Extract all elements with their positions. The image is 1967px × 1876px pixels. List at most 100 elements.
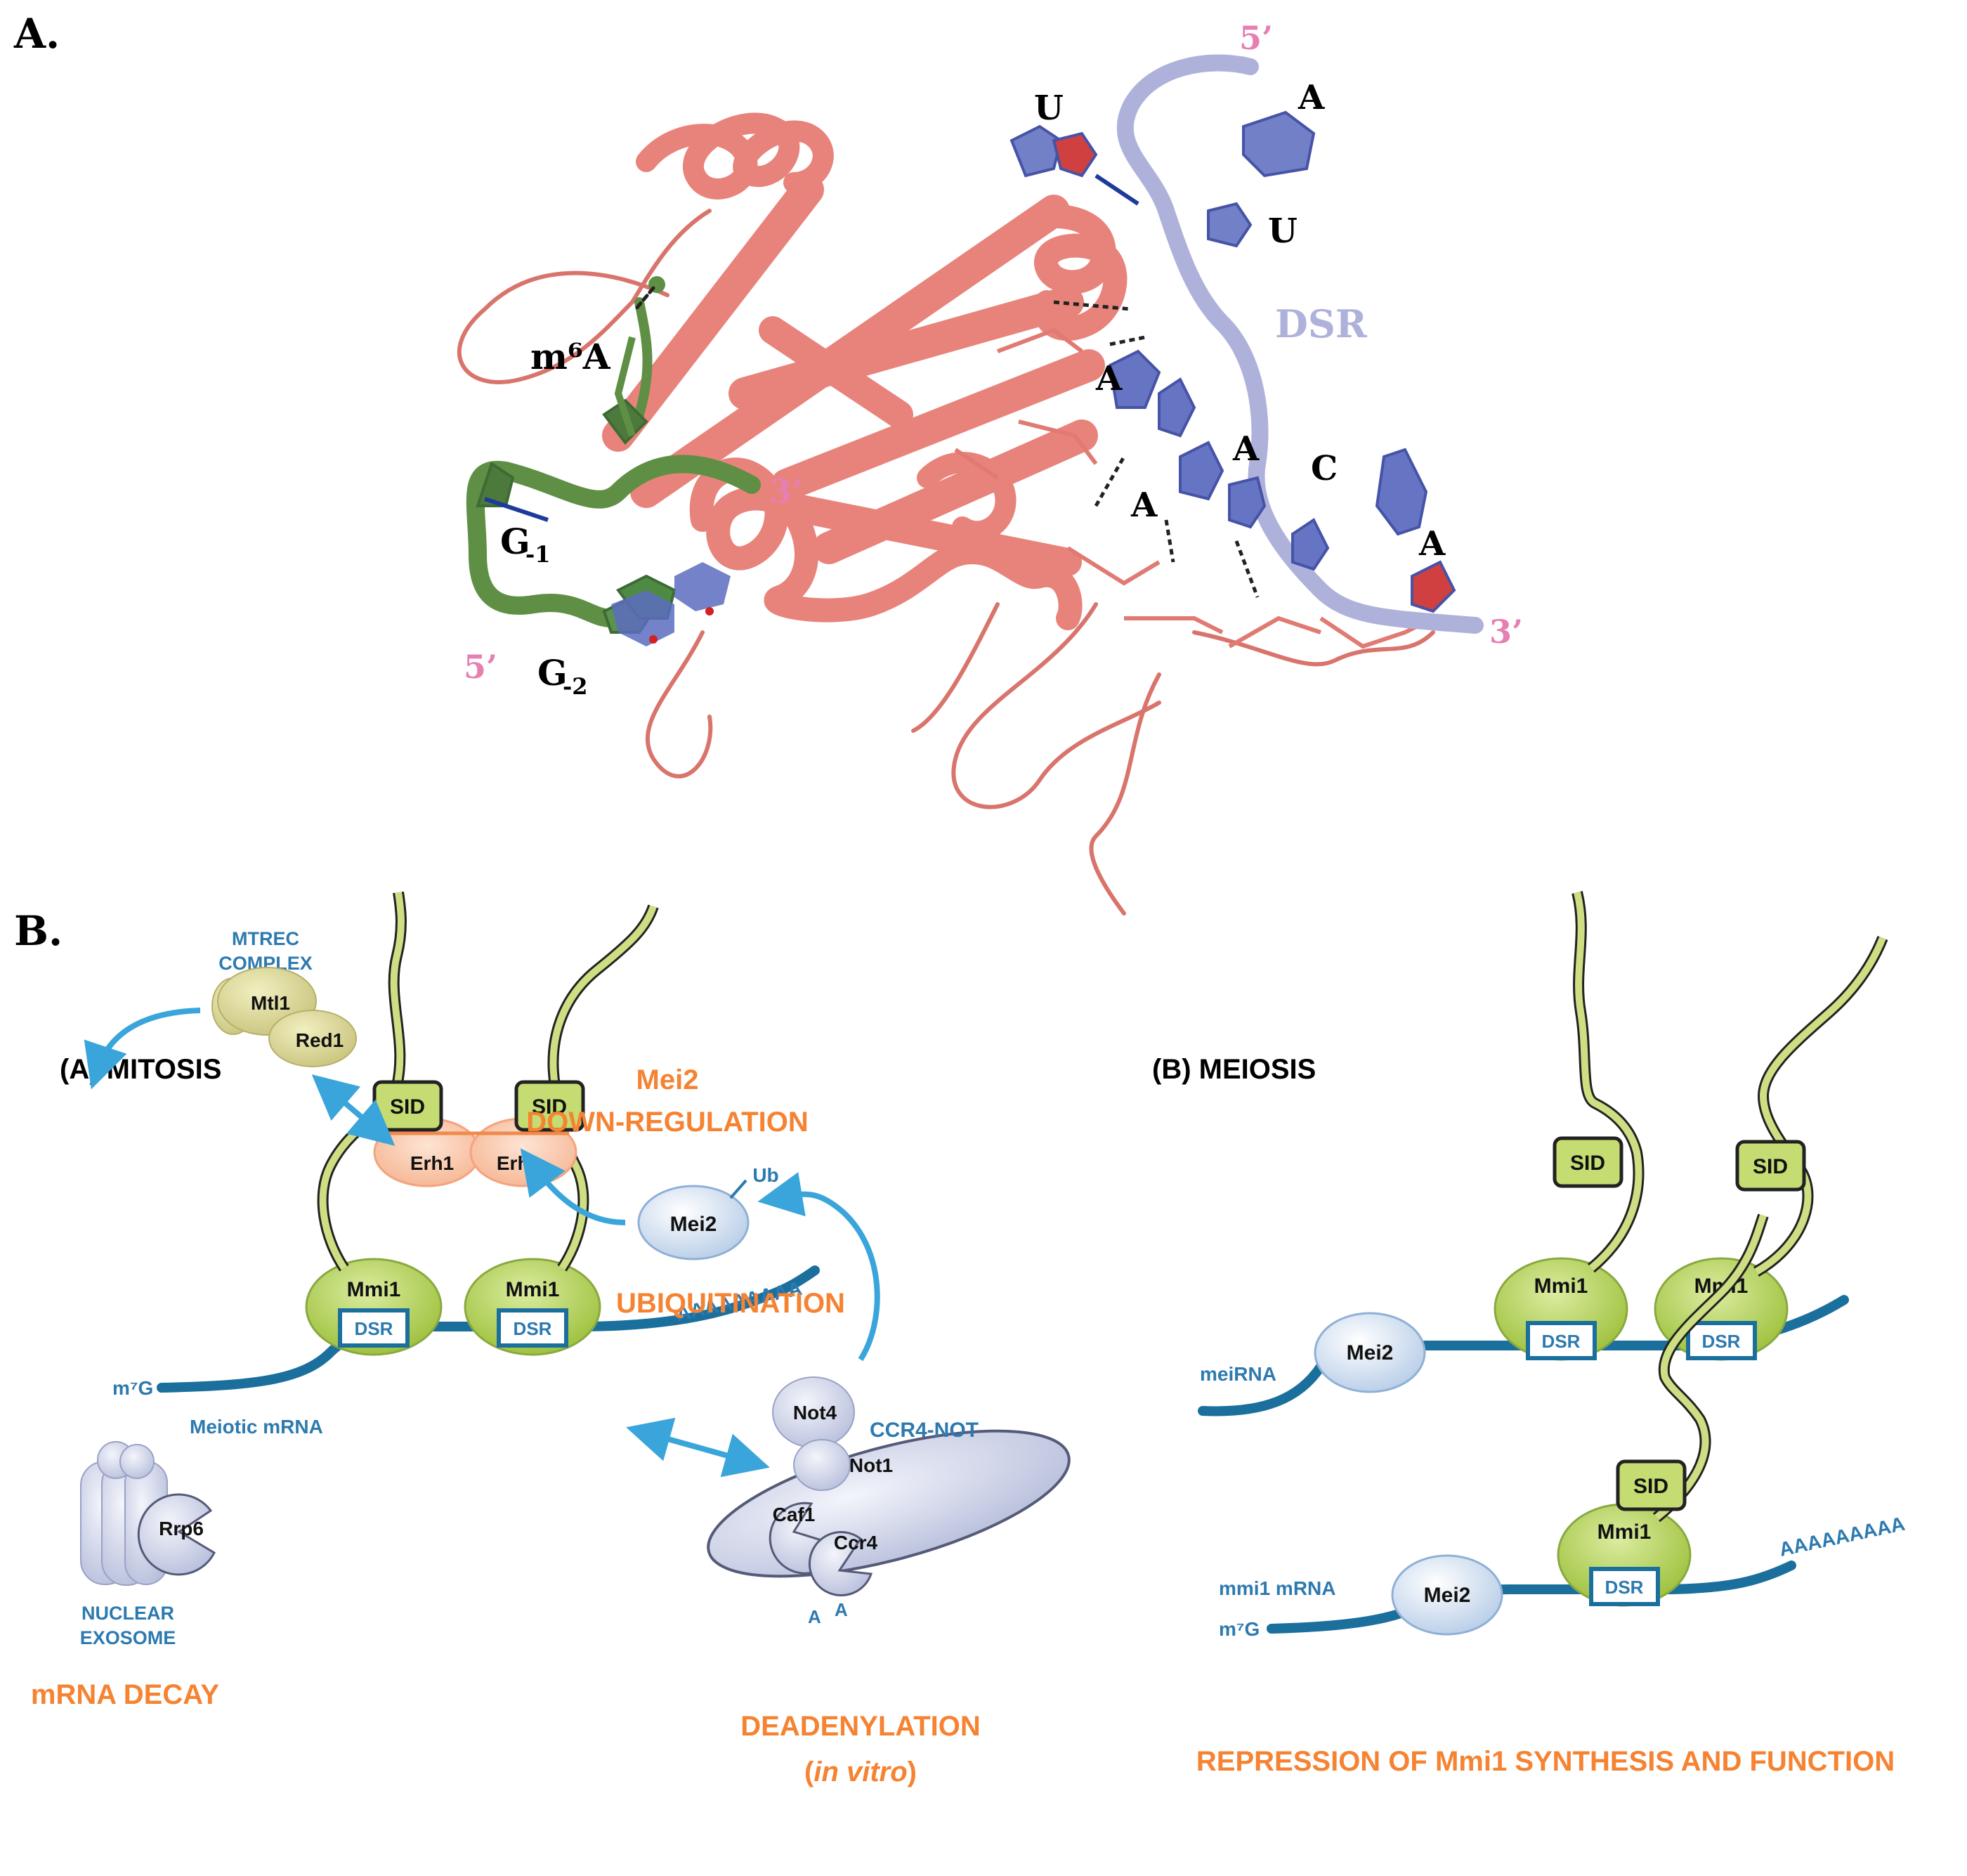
mitosis-title: (A) MITOSIS: [60, 1054, 221, 1085]
in-vitro-label: (in vitro): [804, 1757, 917, 1787]
mrna-decay-label: mRNA DECAY: [31, 1679, 220, 1710]
not4-label: Not4: [793, 1402, 837, 1424]
rrp6-label: Rrp6: [159, 1518, 204, 1539]
meiosis-tail-3: [1654, 1214, 1767, 1520]
mmi1-mrna-label: mmi1 mRNA: [1219, 1577, 1335, 1599]
dsr-base-labels: U A U A A A C A: [1034, 78, 1446, 564]
meiosis-tail-1: [1574, 891, 1642, 1271]
mei2-meiosis-top: Mei2: [1314, 1312, 1426, 1393]
dsr-box-right: DSR: [497, 1308, 568, 1348]
sid-meiosis-3: SID: [1616, 1459, 1687, 1511]
dsr-box-left: DSR: [338, 1308, 410, 1348]
svg-text:G: G: [500, 521, 530, 562]
label-m6a: m⁶A: [530, 336, 611, 377]
ccr4-not-complex: Not4 Not1 Caf1 Ccr4: [707, 1376, 1071, 1597]
base-label-c1: C: [1311, 449, 1338, 488]
mei2-downreg-label-1: Mei2: [636, 1064, 699, 1095]
svg-text:SID: SID: [532, 1095, 567, 1119]
base-label-a3: A: [1232, 429, 1260, 469]
exosome-label-2: EXOSOME: [80, 1627, 176, 1648]
aa-1: A: [808, 1606, 821, 1627]
base-label-a2: A: [1095, 359, 1123, 398]
mtrec-complex: Mtl1 Red1: [211, 967, 357, 1067]
mei2-downreg-label-2: DOWN-REGULATION: [526, 1107, 808, 1138]
label-g-minus1: G -1: [500, 521, 551, 568]
not1-label: Not1: [849, 1454, 893, 1476]
sid-right: SID: [514, 1080, 585, 1132]
svg-text:Mmi1: Mmi1: [1534, 1275, 1588, 1298]
svg-text:SID: SID: [1753, 1155, 1788, 1178]
arrow-to-downregulation: [520, 1148, 626, 1225]
meiosis-title: (B) MEIOSIS: [1152, 1054, 1316, 1085]
svg-text:Mei2: Mei2: [1424, 1584, 1471, 1607]
svg-text:G: G: [537, 652, 568, 693]
ccr4-label: Ccr4: [834, 1532, 878, 1553]
meiosis-tail-2: [1754, 937, 1886, 1275]
protein-ribbon: [457, 112, 1435, 916]
base-label-a5: A: [1418, 524, 1446, 564]
meiosis-m7g: m⁷G: [1219, 1618, 1260, 1640]
svg-text:-1: -1: [525, 541, 551, 568]
svg-text:DSR: DSR: [1702, 1331, 1741, 1352]
svg-text:Mmi1: Mmi1: [1597, 1520, 1652, 1544]
label-g-minus2: G -2: [537, 652, 588, 700]
arrow-ccr4-to-mei2: [757, 1172, 880, 1362]
svg-text:DSR: DSR: [1605, 1577, 1644, 1598]
deadenylation-label: DEADENYLATION: [740, 1711, 980, 1742]
svg-text:DSR: DSR: [355, 1318, 393, 1339]
dsr-box-meiosis-1: DSR: [1526, 1321, 1597, 1360]
svg-text:Mmi1: Mmi1: [347, 1278, 401, 1301]
red1-label: Red1: [296, 1029, 344, 1051]
mmi1-mrna-line: [1267, 1561, 1796, 1634]
svg-text:Mmi1: Mmi1: [506, 1278, 560, 1301]
mtl1-label: Mtl1: [251, 992, 290, 1014]
ub-label: Ub: [752, 1164, 778, 1186]
base-label-a4: A: [1130, 486, 1158, 525]
sid-meiosis-2: SID: [1735, 1140, 1806, 1192]
base-label-u2: U: [1268, 211, 1298, 251]
sid-left: SID: [372, 1080, 443, 1132]
mei2-meiosis-bottom: Mei2: [1391, 1554, 1503, 1636]
ccr4-not-label: CCR4-NOT: [870, 1419, 979, 1442]
exosome-label-1: NUCLEAR: [81, 1603, 174, 1624]
protein-sidechains: [954, 327, 1435, 649]
meirna-label: meiRNA: [1200, 1363, 1276, 1385]
svg-text:Mei2: Mei2: [670, 1213, 717, 1236]
dsr-box-meiosis-3: DSR: [1589, 1567, 1660, 1606]
label-dsr-5prime: 5’: [1239, 19, 1273, 57]
svg-text:SID: SID: [1570, 1152, 1605, 1175]
label-dsr-3prime: 3’: [1489, 613, 1523, 651]
label-green-5prime: 5’: [464, 648, 497, 686]
nuclear-exosome: Rrp6: [80, 1441, 216, 1586]
meiosis-polya: AAAAAAAAA: [1777, 1513, 1907, 1561]
ubiquitination-label: UBIQUITINATION: [616, 1288, 845, 1319]
base-label-a1: A: [1298, 78, 1325, 117]
svg-text:DSR: DSR: [514, 1318, 552, 1339]
svg-text:-2: -2: [563, 673, 588, 700]
panel-label-a: A.: [13, 10, 60, 58]
sid-meiosis-1: SID: [1553, 1136, 1623, 1188]
m6a-bases: [484, 336, 731, 646]
repression-label: REPRESSION OF Mmi1 SYNTHESIS AND FUNCTIO…: [1196, 1746, 1895, 1777]
dsr-rna-backbone: [1116, 54, 1484, 634]
label-green-3prime: 3’: [769, 472, 803, 510]
svg-text:Mei2: Mei2: [1347, 1341, 1394, 1364]
dsr-bases: [1009, 110, 1456, 613]
mitosis-m7g: m⁷G: [112, 1377, 153, 1399]
label-dsr: DSR: [1275, 301, 1368, 346]
panel-label-b: B.: [14, 907, 63, 955]
aa-2: A: [835, 1599, 848, 1620]
arrow-sid-ccr4: [626, 1417, 770, 1478]
svg-text:DSR: DSR: [1542, 1331, 1581, 1352]
svg-text:SID: SID: [390, 1095, 425, 1119]
base-label-u1: U: [1034, 89, 1064, 128]
mei2-mitosis: Mei2 Ub: [637, 1164, 779, 1261]
svg-text:Erh1: Erh1: [497, 1152, 540, 1174]
svg-text:Erh1: Erh1: [410, 1152, 454, 1174]
caf1-label: Caf1: [773, 1504, 816, 1525]
arrow-mtrec-sid: [311, 1074, 396, 1146]
svg-text:SID: SID: [1633, 1475, 1668, 1498]
meiotic-mrna-label: Meiotic mRNA: [190, 1416, 323, 1438]
dsr-box-meiosis-2: DSR: [1686, 1321, 1757, 1360]
